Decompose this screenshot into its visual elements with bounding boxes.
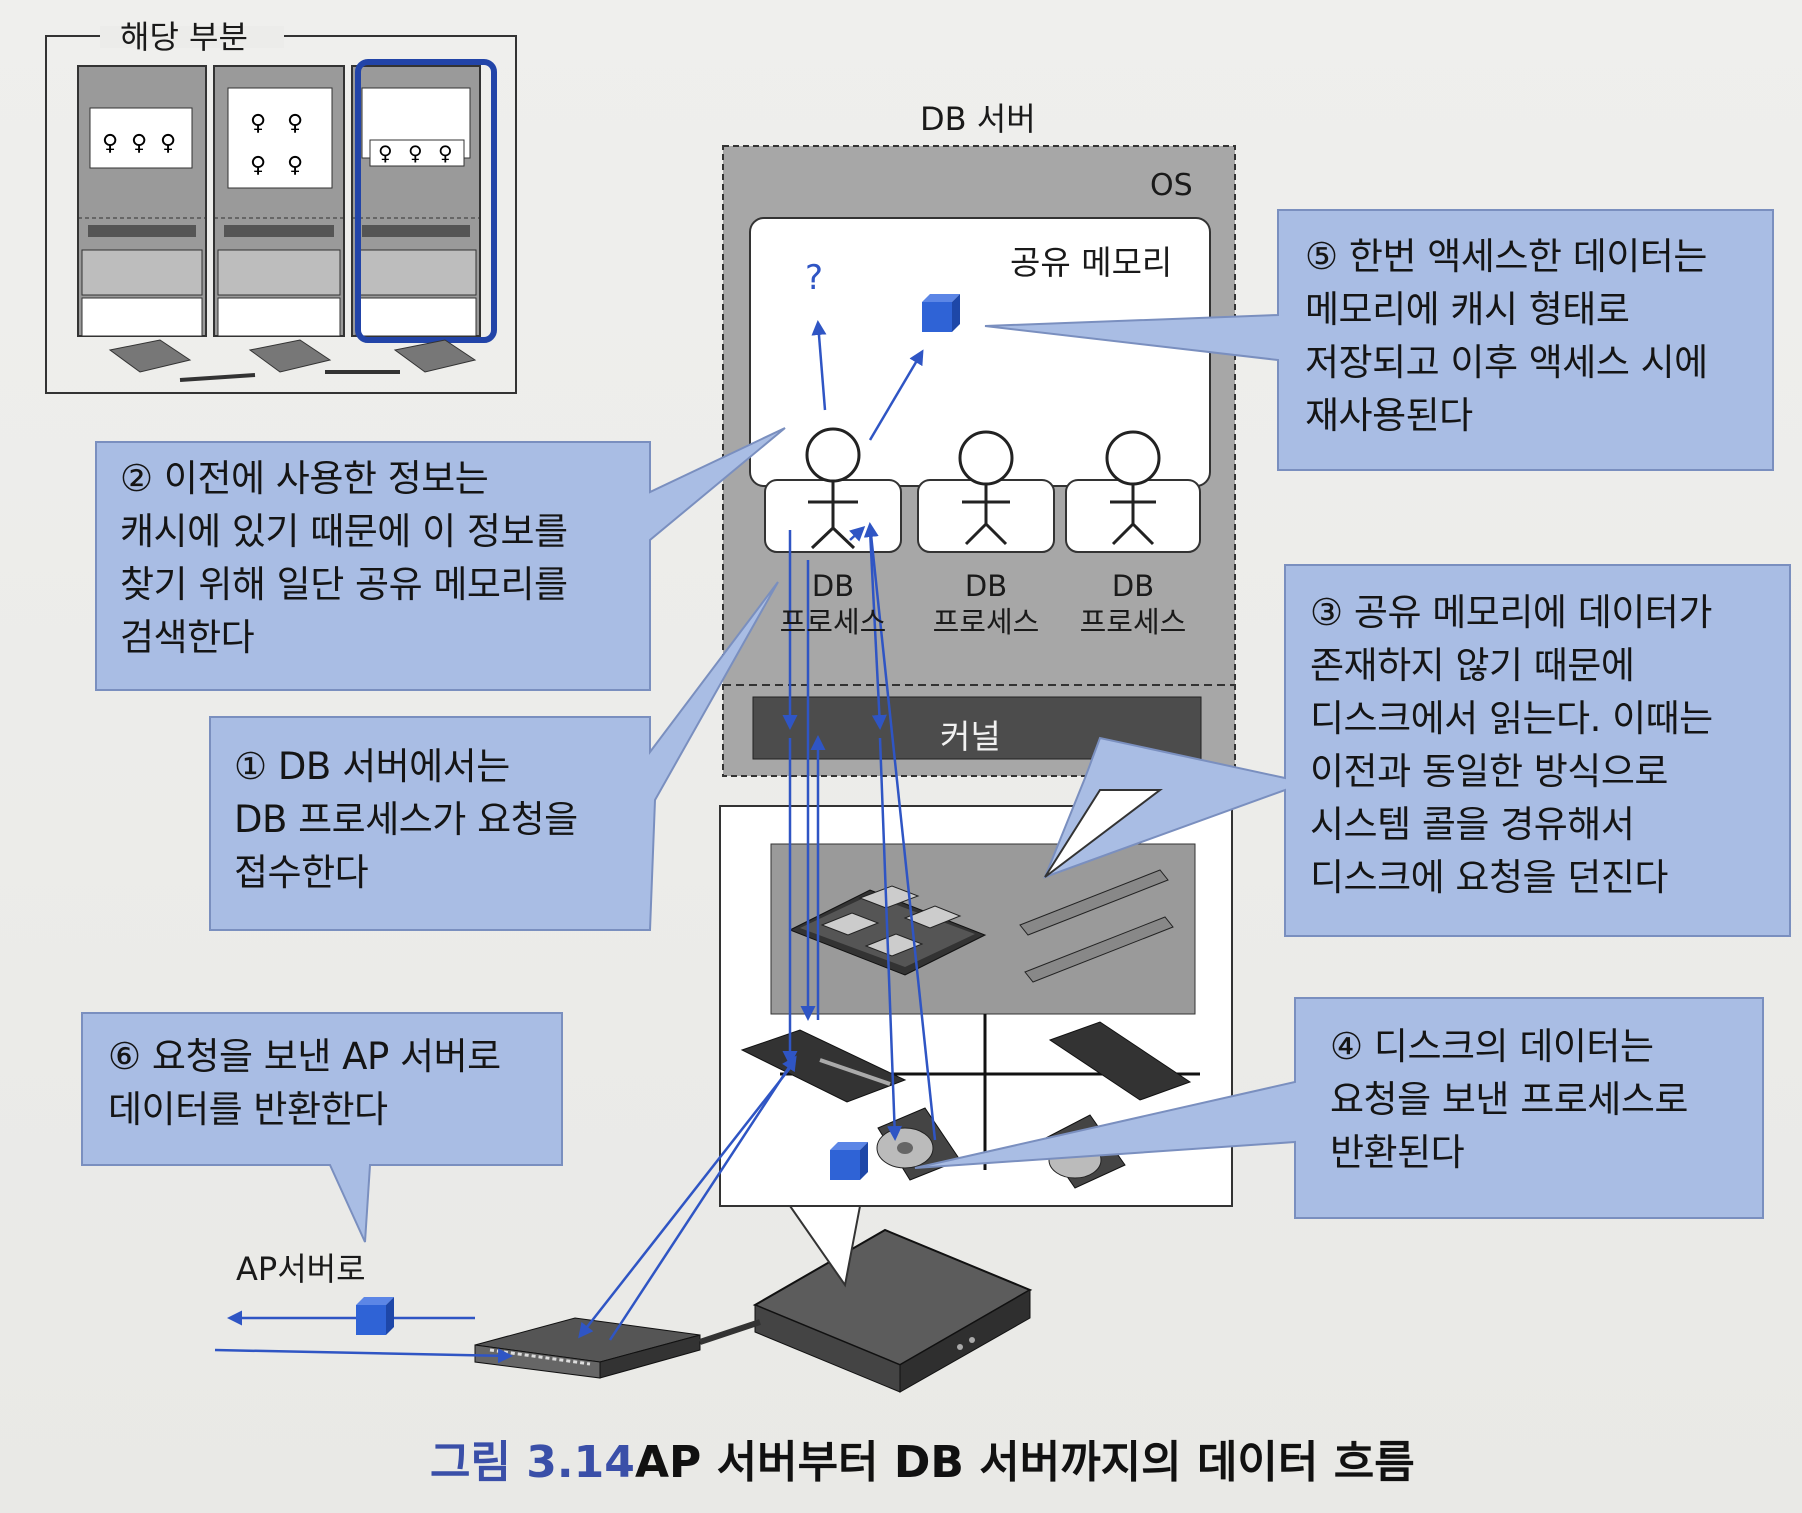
inset-panel: ♀ ♀ ♀ ♀ ♀ ♀ ♀ ♀ ♀ ♀: [45, 26, 517, 394]
ap-arrows: [214, 1310, 513, 1364]
svg-text:♀: ♀: [131, 131, 147, 156]
callout-1-text: ① DB 서버에서는 DB 프로세스가 요청을 접수한다: [234, 745, 578, 894]
figure-number: 그림 3.14: [430, 1437, 635, 1488]
db-process-2-line1: DB: [964, 569, 1008, 603]
callout-5-text: ⑤ 한번 액세스한 데이터는 메모리에 캐시 형태로 저장되고 이후 액세스 시…: [1305, 235, 1708, 437]
ap-server-label: AP서버로: [236, 1250, 366, 1288]
cached-data-cube: [922, 294, 960, 332]
db-process-3-line1: DB: [1111, 569, 1155, 603]
db-process-2-line2: 프로세스: [932, 605, 1040, 639]
db-server-chassis: [752, 1228, 1033, 1393]
shared-memory-label: 공유 메모리: [1010, 243, 1173, 282]
svg-text:♀: ♀: [250, 153, 266, 178]
callout-4-text: ④ 디스크의 데이터는 요청을 보낸 프로세스로 반환된다: [1330, 1025, 1688, 1174]
svg-text:♀: ♀: [250, 111, 266, 136]
db-process-1-label: DB 프로세스: [758, 568, 908, 640]
callout-6-text: ⑥ 요청을 보낸 AP 서버로 데이터를 반환한다: [108, 1035, 501, 1131]
db-process-1-line1: DB: [811, 569, 855, 603]
db-process-3-label: DB 프로세스: [1058, 568, 1208, 640]
flow-arrows: [578, 320, 937, 1341]
inset-server-3-highlighted: ♀ ♀ ♀: [351, 59, 497, 343]
svg-text:♀: ♀: [438, 141, 453, 165]
hardware-tail: [788, 1205, 862, 1288]
inset-server-1: ♀ ♀ ♀: [77, 65, 207, 337]
svg-text:♀: ♀: [378, 141, 393, 165]
ap-data-cube: [356, 1297, 394, 1335]
os-label: OS: [1150, 168, 1193, 203]
kernel-label: 커널: [940, 717, 1001, 756]
svg-text:♀: ♀: [102, 131, 118, 156]
svg-text:♀: ♀: [408, 141, 423, 165]
figure-caption: AP 서버부터 DB 서버까지의 데이터 흐름: [635, 1437, 1415, 1488]
db-process-3-line2: 프로세스: [1079, 605, 1187, 639]
svg-text:♀: ♀: [287, 153, 303, 178]
callout-2-text: ② 이전에 사용한 정보는 캐시에 있기 때문에 이 정보를 찾기 위해 일단 …: [120, 457, 568, 659]
callout-3-text: ③ 공유 메모리에 데이터가 존재하지 않기 때문에 디스크에서 읽는다. 이때…: [1310, 591, 1713, 899]
process-figures: [805, 427, 1161, 550]
db-server-title: DB 서버: [920, 100, 1036, 138]
kernel-tail: [1044, 789, 1163, 878]
db-process-2-label: DB 프로세스: [911, 568, 1061, 640]
db-process-1-line2: 프로세스: [779, 605, 887, 639]
disk-data-cube: [830, 1142, 868, 1180]
inset-title: 해당 부분: [120, 18, 248, 56]
svg-text:♀: ♀: [160, 131, 176, 156]
callout-shapes: [81, 209, 1791, 1243]
inset-server-2: ♀ ♀ ♀ ♀: [213, 65, 345, 337]
question-mark: ?: [805, 258, 824, 298]
svg-text:♀: ♀: [287, 111, 303, 136]
